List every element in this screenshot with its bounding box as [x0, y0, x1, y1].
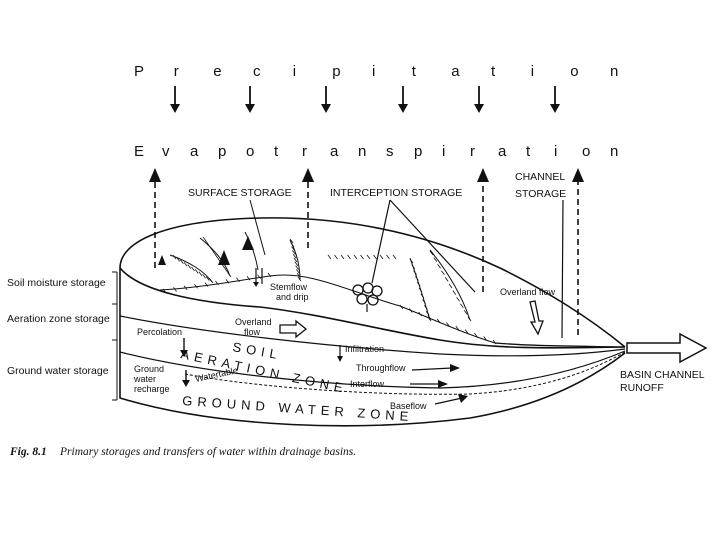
precipitation-arrows — [170, 86, 560, 113]
tree-icon — [158, 236, 254, 265]
basin-channel-runoff-label-2: RUNOFF — [620, 382, 664, 394]
overland-flow-center-label-2: flow — [244, 327, 261, 337]
letter-evapotranspiration: s — [386, 143, 394, 160]
interflow-label: Interflow — [350, 379, 385, 389]
shrub-cluster-icon — [352, 282, 383, 312]
surface-storage-label: SURFACE STORAGE — [188, 187, 292, 199]
baseflow-arrow-icon — [434, 394, 468, 405]
down-arrow-icon — [474, 86, 484, 113]
letter-evapotranspiration: n — [358, 143, 366, 160]
letter-evapotranspiration: v — [162, 143, 170, 160]
letter-precipitation: i — [531, 63, 534, 80]
letter-precipitation: t — [491, 63, 496, 80]
letter-evapotranspiration: t — [526, 143, 531, 160]
letter-evapotranspiration: E — [134, 143, 144, 160]
overland-flow-arrow-icon — [279, 319, 308, 339]
basin-block — [119, 217, 626, 427]
evaporation-arrows — [149, 168, 584, 335]
letter-precipitation: r — [174, 63, 179, 80]
down-arrow-icon — [398, 86, 408, 113]
aeration-zone-storage-label: Aeration zone storage — [7, 313, 110, 325]
letter-precipitation: i — [372, 63, 375, 80]
ground-water-storage-label: Ground water storage — [7, 365, 109, 377]
interflow-arrow-icon — [410, 380, 448, 388]
figure-caption: Primary storages and transfers of water … — [59, 446, 356, 458]
letter-evapotranspiration: i — [554, 143, 557, 160]
down-arrow-icon — [245, 86, 255, 113]
letter-precipitation: p — [332, 63, 340, 80]
down-arrow-icon — [321, 86, 331, 113]
letter-evapotranspiration: p — [218, 143, 226, 160]
throughflow-label: Throughflow — [356, 363, 406, 373]
runoff-arrow-icon — [626, 332, 708, 364]
infiltration-arrow-icon — [337, 345, 343, 362]
percolation-arrow-icon — [180, 338, 188, 357]
letter-precipitation: n — [610, 63, 618, 80]
letter-precipitation: e — [213, 63, 221, 80]
ground-water-recharge-label-2: water — [133, 374, 156, 384]
letter-evapotranspiration: a — [190, 143, 199, 160]
letter-evapotranspiration: o — [246, 143, 254, 160]
recharge-arrow-icon — [182, 370, 190, 387]
down-arrow-icon — [550, 86, 560, 113]
letter-evapotranspiration: a — [330, 143, 339, 160]
ground-water-recharge-label-1: Ground — [134, 364, 164, 374]
channel-storage-label-1: CHANNEL — [515, 171, 565, 183]
basin-channel-runoff-label-1: BASIN CHANNEL — [620, 369, 705, 381]
dashed-up-arrow-icon — [572, 168, 584, 335]
stemflow-label: Stemflow — [270, 282, 308, 292]
letter-evapotranspiration: i — [442, 143, 445, 160]
overland-flow-right-label: Overland flow — [500, 287, 556, 297]
overland-flow-arrow-icon — [529, 300, 544, 336]
letter-evapotranspiration: n — [610, 143, 618, 160]
letter-precipitation: i — [293, 63, 296, 80]
channel-storage-label-2: STORAGE — [515, 188, 566, 200]
percolation-label: Percolation — [137, 327, 182, 337]
stemflow-label-2: and drip — [276, 292, 309, 302]
letter-evapotranspiration: p — [414, 143, 422, 160]
callout-leaders — [249, 199, 564, 339]
ground-water-recharge-label-3: recharge — [134, 384, 170, 394]
stemflow-drip-icon — [253, 268, 263, 287]
letter-evapotranspiration: r — [302, 143, 307, 160]
throughflow-arrow-icon — [411, 364, 460, 372]
letter-precipitation: t — [412, 63, 417, 80]
overland-flow-center-label: Overland — [235, 317, 272, 327]
soil-moisture-storage-label: Soil moisture storage — [7, 277, 106, 289]
figure-number: Fig. 8.1 — [9, 446, 47, 458]
letter-precipitation: o — [570, 63, 578, 80]
drainage-network — [159, 231, 626, 348]
down-arrow-icon — [170, 86, 180, 113]
dashed-up-arrow-icon — [149, 168, 161, 268]
letter-precipitation: P — [134, 63, 144, 80]
infiltration-label: Infiltration — [345, 344, 384, 354]
letter-evapotranspiration: t — [274, 143, 279, 160]
interception-storage-label: INTERCEPTION STORAGE — [330, 187, 462, 199]
hillslope-hatching — [162, 236, 497, 345]
ground-water-zone-label: GROUND WATER ZONE — [182, 393, 414, 424]
left-bracket — [112, 271, 118, 401]
letter-evapotranspiration: a — [498, 143, 507, 160]
dashed-up-arrow-icon — [477, 168, 489, 292]
letter-evapotranspiration: o — [582, 143, 590, 160]
dashed-up-arrow-icon — [302, 168, 314, 248]
letter-evapotranspiration: r — [470, 143, 475, 160]
baseflow-label: Baseflow — [390, 401, 427, 411]
letter-precipitation: a — [451, 63, 460, 80]
letter-precipitation: c — [253, 63, 261, 80]
